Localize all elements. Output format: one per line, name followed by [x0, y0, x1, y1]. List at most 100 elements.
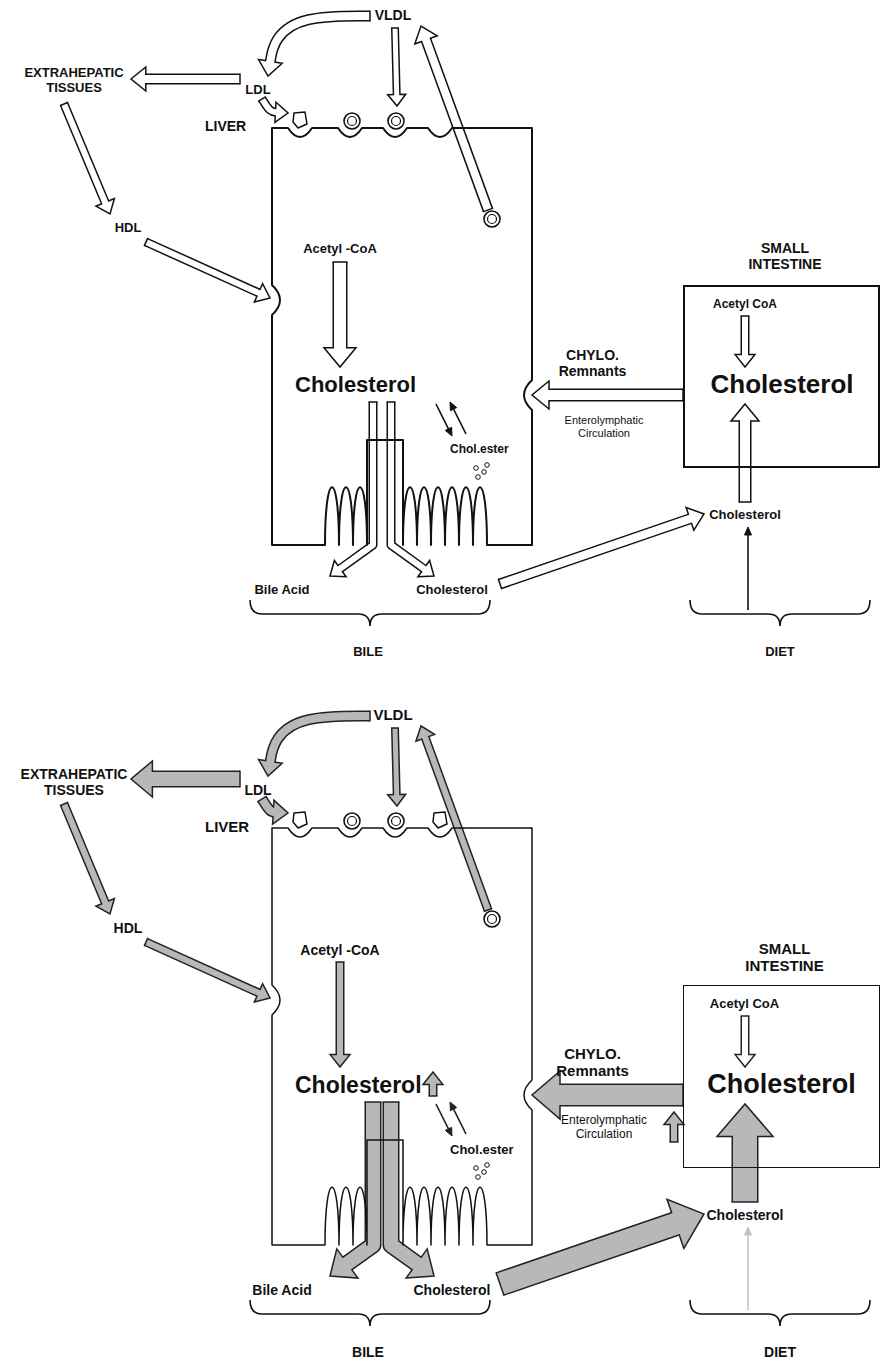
arrow-body — [346, 1102, 373, 1265]
arrow-body — [270, 16, 370, 63]
tissue-label: EXTRAHEPATIC TISSUES — [14, 66, 134, 96]
flow-arrow — [745, 527, 752, 610]
organ-label: SMALL INTESTINE — [730, 940, 840, 975]
arrow-tail — [483, 208, 493, 212]
arrow-body — [500, 1223, 677, 1284]
vesicle-dot — [482, 470, 487, 475]
arrow-body — [425, 736, 488, 910]
flow-arrow — [664, 1112, 684, 1142]
arrow-head — [131, 67, 146, 91]
arrow-body — [395, 728, 397, 797]
arrow-body — [146, 242, 260, 294]
arrow-body — [391, 402, 425, 570]
arrow-tail — [239, 74, 241, 85]
arrow-body — [150, 772, 240, 786]
metabolite-label: Acetyl -CoA — [300, 942, 379, 958]
liver-cell: LIVERAcetyl -CoACholesterolChol.ester — [272, 128, 532, 545]
panel-illustration — [60, 11, 870, 627]
flow-arrow — [258, 97, 288, 123]
flow-connector — [532, 381, 683, 409]
flow-arrow — [735, 1016, 755, 1067]
arrow-body — [337, 962, 343, 1056]
arrow-body — [558, 1085, 683, 1105]
flow-arrow — [745, 1227, 752, 1310]
arrow-head — [745, 1227, 752, 1235]
panel-illustration — [60, 711, 870, 1327]
flow-arrow — [498, 508, 704, 590]
organ-label: LIVER — [205, 818, 249, 835]
arrow-tail — [369, 401, 378, 403]
arrow-tail — [732, 1201, 759, 1203]
tissue-label: EXTRAHEPATIC TISSUES — [14, 766, 134, 798]
flow-arrow — [717, 1104, 773, 1202]
bile-component-label: Cholesterol — [413, 1282, 490, 1298]
lipoprotein-label: LDL — [244, 782, 271, 798]
arrow-tail — [333, 261, 348, 263]
arrow-outline — [391, 1102, 418, 1265]
flow-arrow — [144, 238, 270, 302]
arrow-outline — [270, 716, 370, 763]
arrow-head — [445, 1127, 452, 1136]
arrow-outline — [500, 1223, 677, 1284]
flow-arrow — [450, 402, 466, 434]
arrow-outline — [395, 728, 397, 797]
bile-brace — [250, 600, 490, 626]
flow-arrow — [415, 26, 493, 212]
arrow-outline — [425, 38, 488, 210]
bile-component-label: Bile Acid — [252, 1282, 311, 1298]
arrow-body — [740, 419, 750, 502]
arrow-tail — [60, 102, 68, 105]
metabolite-label: Acetyl CoA — [713, 298, 777, 312]
arrow-outline — [144, 74, 240, 85]
lipoprotein-particle — [388, 113, 404, 129]
intestine-box: SMALL INTESTINEAcetyl CoACholesterol — [683, 985, 880, 1168]
arrow-outline — [741, 1016, 750, 1056]
arrow-body — [742, 316, 748, 356]
cell-membrane — [272, 128, 532, 545]
arrow-body — [395, 28, 397, 97]
arrow-outline — [64, 804, 106, 904]
arrow-body — [64, 104, 106, 204]
flow-arrow — [257, 796, 288, 824]
arrow-outline — [500, 518, 692, 584]
arrow-head — [445, 427, 452, 436]
arrow-outline — [732, 1134, 759, 1202]
arrow-head — [717, 1104, 773, 1136]
metabolite-label: Cholesterol — [709, 508, 781, 523]
cell-outline — [272, 828, 532, 1245]
lipoprotein-label: LDL — [245, 83, 270, 98]
arrow-outline — [741, 316, 750, 356]
metabolite-label: Cholesterol — [295, 1072, 422, 1098]
arrow-body — [733, 1134, 757, 1202]
arrow-head — [324, 348, 356, 367]
vesicle-dot — [474, 1166, 479, 1171]
arrow-shaft — [453, 1107, 466, 1134]
arrow-outline — [558, 1084, 683, 1107]
arrow-tail — [369, 711, 371, 722]
arrow-outline — [346, 1102, 373, 1265]
bile-brace — [250, 1300, 490, 1326]
bile-component-label: Bile Acid — [254, 583, 309, 598]
arrow-tail — [484, 908, 492, 911]
arrow-tail — [429, 1095, 438, 1097]
arrow-body — [64, 804, 106, 904]
flow-arrow — [496, 1199, 704, 1296]
flow-arrow — [131, 67, 240, 91]
flow-arrow — [423, 1072, 443, 1096]
arrow-body — [671, 1123, 677, 1142]
arrow-tail — [496, 1272, 504, 1296]
arrow-tail — [739, 501, 752, 503]
arrow-head — [532, 381, 549, 409]
lipoprotein-core — [348, 817, 357, 826]
lipoprotein-core — [348, 117, 357, 126]
arrow-body — [146, 942, 260, 994]
metabolite-label: Cholesterol — [707, 1069, 856, 1100]
lipoprotein-particle — [433, 812, 447, 828]
connector-layer — [532, 381, 683, 1119]
arrow-head — [131, 761, 152, 797]
flow-arrow — [735, 316, 755, 367]
arrow-shaft — [453, 407, 466, 434]
arrow-outline — [146, 942, 260, 994]
arrow-tail — [741, 315, 750, 317]
metabolite-label: Acetyl -CoA — [303, 242, 377, 257]
